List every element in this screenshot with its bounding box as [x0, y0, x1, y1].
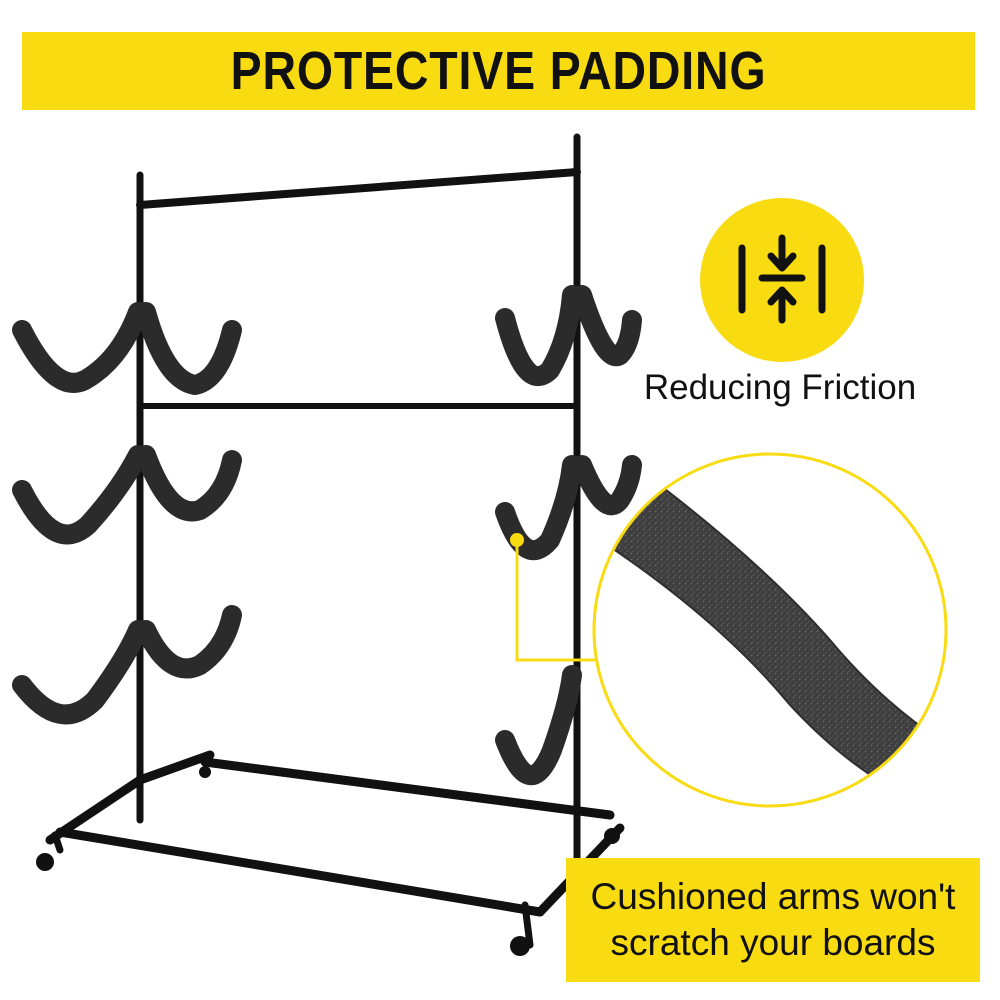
friction-badge: [700, 198, 864, 362]
compress-arrows-icon: [738, 234, 826, 324]
caption-line-2: scratch your boards: [610, 922, 936, 963]
friction-label: Reducing Friction: [643, 368, 917, 407]
zoom-detail: [592, 452, 948, 808]
caption-line-1: Cushioned arms won't: [590, 876, 956, 917]
caster-wheels: [36, 766, 620, 956]
rack-frame: [45, 133, 625, 949]
banner-title: PROTECTIVE PADDING: [230, 41, 767, 101]
callout-dot: [510, 533, 524, 547]
header-banner: PROTECTIVE PADDING: [22, 32, 975, 110]
callout-connector: [515, 540, 600, 662]
right-arms: [495, 285, 642, 785]
left-arms: [12, 302, 242, 725]
caption-box: Cushioned arms won't scratch your boards: [566, 858, 980, 982]
